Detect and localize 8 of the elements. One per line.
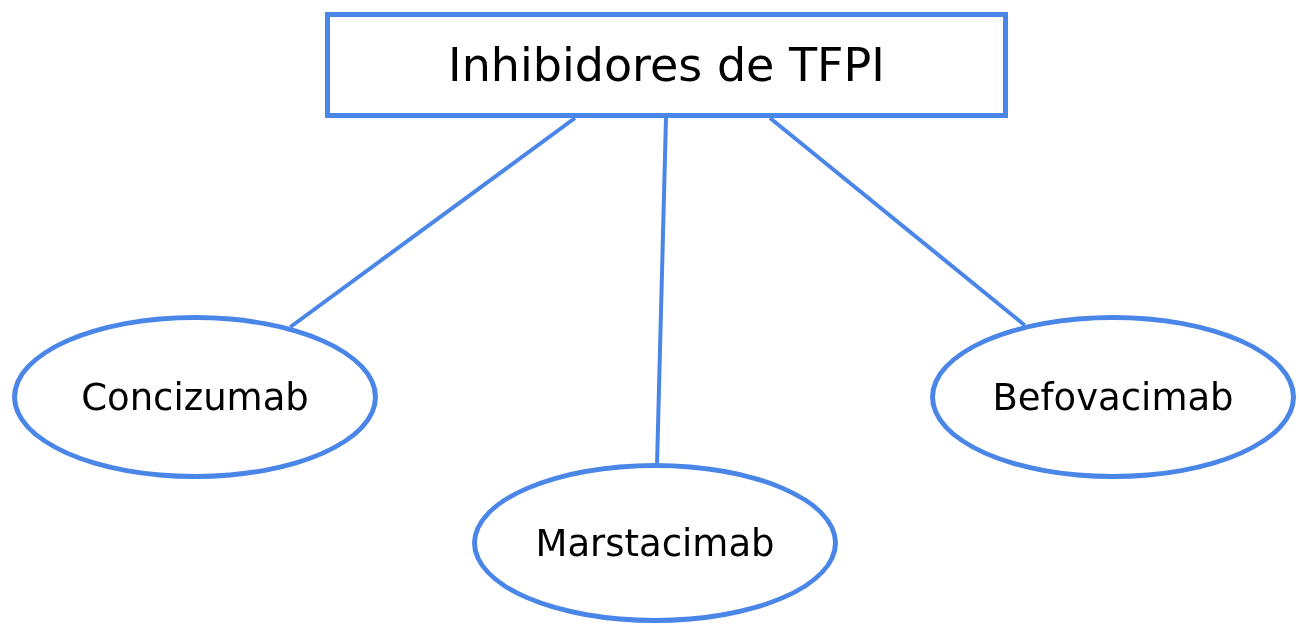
node-label: Befovacimab — [992, 375, 1234, 419]
title-box — [325, 12, 1008, 118]
node-label: Marstacimab — [535, 521, 775, 565]
node-label: Concizumab — [81, 375, 309, 419]
connector-line — [289, 116, 577, 329]
connector-line — [655, 117, 668, 464]
node-label: Inhibidores de TFPI — [448, 38, 885, 92]
connector-line — [768, 116, 1026, 327]
